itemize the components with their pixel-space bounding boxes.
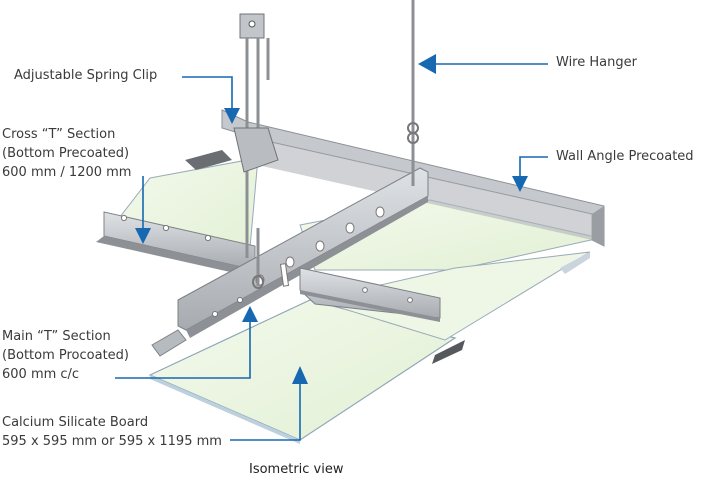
label-main-t-line3: 600 mm c/c <box>2 367 80 382</box>
board-leader <box>230 384 301 441</box>
label-spring-clip: Adjustable Spring Clip <box>14 68 158 83</box>
main-t-arrow <box>242 306 258 322</box>
label-cross-t-line3: 600 mm / 1200 mm <box>2 165 132 180</box>
cross-t-right-arm <box>299 267 441 322</box>
callout-lines <box>115 63 548 441</box>
spring-clip-arrow <box>224 108 240 124</box>
label-cross-t-line2: (Bottom Precoated) <box>2 146 130 161</box>
wall-angle-leader <box>519 156 548 180</box>
hanger-assembly <box>233 13 279 289</box>
caption-isometric-view: Isometric view <box>249 462 344 477</box>
label-wall-angle: Wall Angle Precoated <box>556 149 694 164</box>
label-cross-t-line1: Cross “T” Section <box>2 127 116 142</box>
callout-arrowheads <box>135 54 528 384</box>
board-right-edge <box>560 252 590 274</box>
label-main-t-line1: Main “T” Section <box>2 329 111 344</box>
wall-angle-arrow <box>512 176 528 192</box>
label-board-line1: Calcium Silicate Board <box>2 415 149 430</box>
wire-hanger <box>407 0 419 186</box>
label-wire-hanger: Wire Hanger <box>556 55 637 70</box>
main-t-leader <box>115 322 251 379</box>
label-main-t-line2: (Bottom Procoated) <box>2 348 129 363</box>
board-front-edge <box>150 375 300 444</box>
cross-t-arrow <box>135 228 151 244</box>
main-t-section <box>151 167 429 357</box>
label-board-line2: 595 x 595 mm or 595 x 1195 mm <box>2 434 222 449</box>
board-arrow <box>292 366 308 384</box>
wire-hanger-arrow <box>418 54 436 74</box>
spring-clip-leader <box>182 76 233 112</box>
